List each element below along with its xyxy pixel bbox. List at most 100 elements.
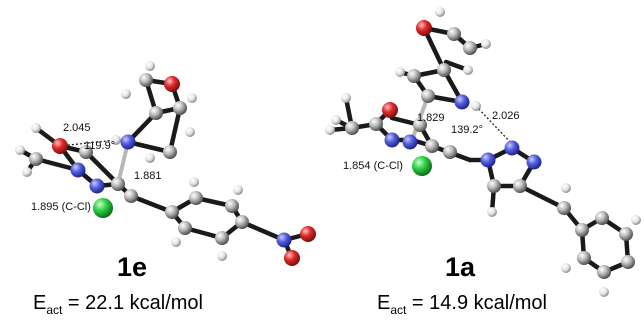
hydrogen-atom — [189, 177, 199, 187]
nitrogen-atom — [480, 152, 496, 168]
hydrogen-atom — [121, 89, 131, 99]
nitrogen-atom — [402, 134, 418, 150]
carbon-atom — [575, 223, 589, 237]
energy-value: = 22.1 kcal/mol — [62, 292, 203, 314]
hydrogen-atom — [561, 183, 571, 193]
carbon-atom — [407, 69, 421, 83]
hydrogen-atom — [187, 93, 197, 103]
ccl-distance-label-1a: 1.854 (C-Cl) — [343, 160, 403, 172]
carbon-atom — [29, 152, 43, 166]
carbon-atom — [513, 179, 527, 193]
hydrogen-atom — [111, 135, 121, 145]
hydrogen-atom — [31, 123, 41, 133]
energy-value: = 14.9 kcal/mol — [406, 292, 547, 314]
carbon-atom — [443, 145, 457, 159]
nitrogen-atom — [504, 140, 520, 156]
hydrogen-atom — [471, 101, 481, 111]
oxygen-atom — [164, 76, 180, 92]
carbon-atom — [165, 205, 179, 219]
carbon-atom — [463, 41, 477, 55]
oxygen-atom — [52, 138, 68, 154]
chlorine-atom — [93, 198, 113, 218]
carbon-atom — [369, 117, 383, 131]
carbon-atom — [235, 215, 249, 229]
oxygen-atom — [416, 20, 432, 36]
hydrogen-atom — [463, 65, 473, 75]
cn-distance-label-1a: 1.829 — [417, 112, 445, 124]
hydrogen-atom — [185, 127, 195, 137]
carbon-atom — [619, 227, 633, 241]
energy-subscript: act — [46, 303, 63, 317]
carbon-atom — [437, 63, 451, 77]
hydrogen-atom — [395, 67, 405, 77]
carbon-atom — [597, 265, 611, 279]
nitrogen-atom — [89, 178, 105, 194]
hydrogen-atom — [171, 237, 181, 247]
carbon-atom — [139, 73, 153, 87]
molecule-1e — [15, 61, 316, 266]
angle-label-1a: 139.2° — [451, 124, 483, 136]
hydrogen-atom — [631, 215, 641, 225]
carbon-atom — [413, 118, 427, 132]
carbon-atom — [621, 255, 635, 269]
hbond-1e — [59, 139, 117, 147]
energy-symbol: E — [33, 292, 47, 314]
hydrogen-atom — [145, 153, 155, 163]
nitrogen-atom — [384, 132, 400, 148]
nitrogen-atom — [454, 94, 470, 110]
oxygen-atom — [382, 102, 398, 118]
carbon-atom — [225, 199, 239, 213]
cn-distance-label-1e: 1.881 — [134, 170, 162, 182]
hydrogen-atom — [233, 185, 243, 195]
hydrogen-atom — [331, 115, 341, 125]
hydrogen-atom — [599, 287, 609, 297]
carbon-atom — [163, 145, 177, 159]
hydrogen-atom — [435, 7, 445, 17]
carbon-atom — [447, 27, 461, 41]
carbon-atom — [124, 189, 138, 203]
carbon-atom — [595, 211, 609, 225]
carbon-atom — [215, 231, 229, 245]
carbon-atom — [487, 179, 501, 193]
bonds-1e — [17, 77, 311, 261]
hydrogen-atom — [487, 207, 497, 217]
carbon-atom — [421, 89, 435, 103]
carbon-atom — [425, 139, 439, 153]
hydrogen-atom — [561, 263, 571, 273]
hydrogen-atom — [481, 39, 491, 49]
carbon-atom — [173, 101, 187, 115]
oxygen-atom — [284, 250, 300, 266]
hbond-distance-label-1e: 2.045 — [63, 122, 91, 134]
activation-energy-1a: Eact = 14.9 kcal/mol — [377, 292, 547, 317]
angle-label-1e: 119.9° — [84, 140, 116, 152]
nitrogen-atom — [276, 232, 292, 248]
hydrogen-atom — [22, 167, 32, 177]
hydrogen-atom — [325, 125, 335, 135]
hydrogen-atom — [217, 251, 227, 261]
carbon-atom — [111, 177, 125, 191]
compound-label-1e: 1e — [117, 252, 148, 282]
nitrogen-atom — [120, 134, 136, 150]
carbon-atom — [178, 221, 192, 235]
hydrogen-atom — [145, 61, 155, 71]
carbon-atom — [577, 251, 591, 265]
energy-symbol: E — [377, 292, 391, 314]
carbon-atom — [557, 201, 571, 215]
hydrogen-atom — [15, 145, 25, 155]
carbon-atom — [345, 121, 359, 135]
nitrogen-atom — [70, 162, 86, 178]
ccl-distance-label-1e: 1.895 (C-Cl) — [31, 201, 91, 213]
compound-label-1a: 1a — [445, 252, 476, 282]
molecule-1a — [325, 7, 641, 297]
carbon-atom — [79, 145, 93, 159]
oxygen-atom — [300, 226, 316, 242]
energy-subscript: act — [390, 303, 407, 317]
carbon-atom — [149, 106, 163, 120]
carbon-atom — [189, 191, 203, 205]
atoms-1e — [15, 61, 316, 266]
hbond-distance-label-1a: 2.026 — [492, 110, 520, 122]
activation-energy-1e: Eact = 22.1 kcal/mol — [33, 292, 203, 317]
hbond-1a — [475, 105, 513, 145]
nitrogen-atom — [526, 154, 542, 170]
